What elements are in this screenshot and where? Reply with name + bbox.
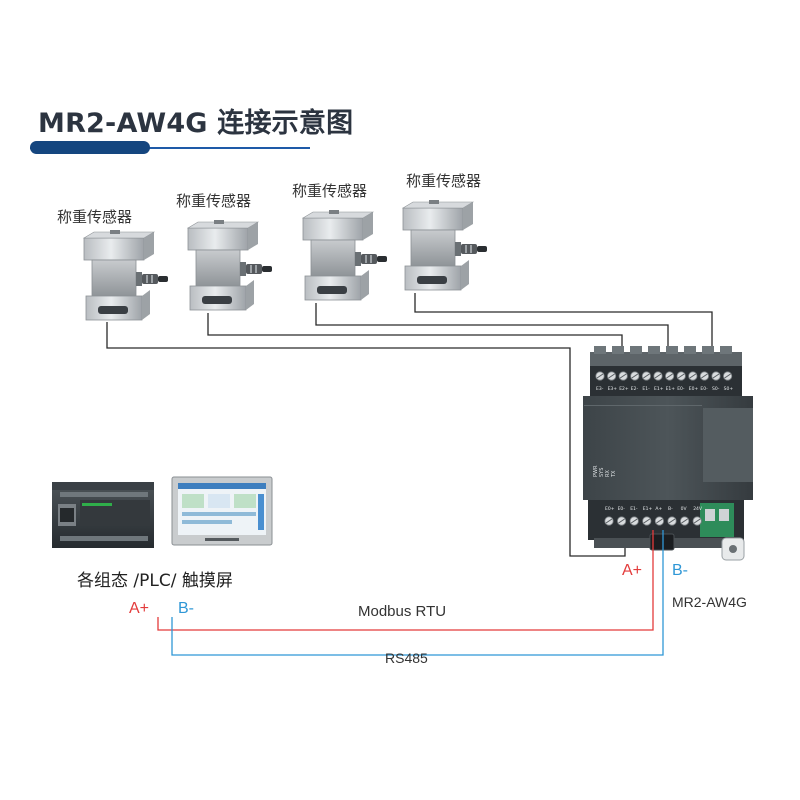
terminal-label: S0+ <box>724 386 734 392</box>
terminal-screw-slot <box>656 518 663 524</box>
terminal-screw-slot <box>643 518 651 524</box>
host-a-plus-label: A+ <box>129 600 150 617</box>
host-b-minus-label: B- <box>178 600 194 617</box>
terminal-label: E2- <box>631 386 639 392</box>
terminal-label: E0- <box>677 386 685 392</box>
sensor-2-cable <box>207 313 623 372</box>
host-label: 各组态 /PLC/ 触摸屏 <box>77 571 233 591</box>
svg-text:TX: TX <box>611 470 617 478</box>
sensor-4-cable <box>414 293 713 372</box>
sensor-1-label: 称重传感器 <box>57 208 133 226</box>
terminal-label: E3- <box>596 386 604 392</box>
sensor-3-label: 称重传感器 <box>292 182 368 200</box>
terminal-label: E1+ <box>643 506 653 512</box>
terminal-label: 24V <box>693 506 703 512</box>
terminal-screw-slot <box>631 373 639 379</box>
page-title: MR2-AW4G 连接示意图 <box>38 108 354 139</box>
svg-text:PWR: PWR <box>593 465 599 477</box>
terminal-label: E3+ <box>608 386 618 392</box>
terminal-label: B- <box>668 506 673 512</box>
title-accent <box>30 141 150 154</box>
terminal-screw-slot <box>618 518 625 524</box>
touch-screen-device <box>171 476 273 546</box>
load-cell-4 <box>402 199 488 291</box>
terminal-label: A+ <box>655 506 662 512</box>
terminal-label: E0- <box>618 506 626 512</box>
terminal-screw-slot <box>677 373 685 379</box>
bus-label: RS485 <box>385 650 428 666</box>
svg-text:RX: RX <box>605 470 611 477</box>
terminal-screw-slot <box>605 518 613 524</box>
sensor-1-cable <box>106 322 626 557</box>
b-minus-wire <box>171 530 664 656</box>
module-a-plus-label: A+ <box>622 562 643 579</box>
terminal-screw-slot <box>681 518 688 524</box>
module-b-minus-label: B- <box>672 562 688 579</box>
title-underline <box>30 147 310 149</box>
terminal-label: E1+ <box>654 386 664 392</box>
module-name-label: MR2-AW4G <box>672 594 747 610</box>
terminal-screw-slot <box>712 373 720 379</box>
terminal-screw-slot <box>643 373 650 379</box>
terminal-screw-slot <box>596 373 604 379</box>
terminal-label: E0+ <box>689 386 699 392</box>
terminal-screw-slot <box>693 518 701 524</box>
plc-device <box>52 482 154 548</box>
terminal-screw-slot <box>668 518 676 524</box>
terminal-screw-slot <box>630 518 638 524</box>
load-cell-3 <box>302 209 388 301</box>
terminal-label: E1+ <box>666 386 676 392</box>
load-cell-2 <box>187 219 273 311</box>
terminal-screw-slot <box>619 373 627 379</box>
terminal-label: E1- <box>630 506 638 512</box>
terminal-screw-slot <box>608 373 615 379</box>
terminal-screw-slot <box>654 373 662 379</box>
protocol-label: Modbus RTU <box>358 603 447 620</box>
terminal-label: E0- <box>700 386 708 392</box>
sensor-4-label: 称重传感器 <box>406 172 482 190</box>
terminal-screw-slot <box>666 373 673 379</box>
terminal-screw-slot <box>689 373 697 379</box>
terminal-screw-slot <box>724 373 731 379</box>
terminal-label: E0+ <box>605 506 615 512</box>
terminal-label: 0V <box>681 506 688 512</box>
svg-text:SYS: SYS <box>599 468 605 477</box>
sensor-2-label: 称重传感器 <box>176 192 252 210</box>
terminal-label: E1- <box>642 386 650 392</box>
module-device: PWR SYS RX TX E3-E3+E2+E2-E1-E1+E1+E0-E0… <box>583 346 753 561</box>
load-cell-1 <box>83 229 169 321</box>
terminal-screw-slot <box>701 373 708 379</box>
terminal-label: E2+ <box>619 386 629 392</box>
a-plus-wire <box>157 530 654 631</box>
terminal-label: S0- <box>712 386 720 392</box>
